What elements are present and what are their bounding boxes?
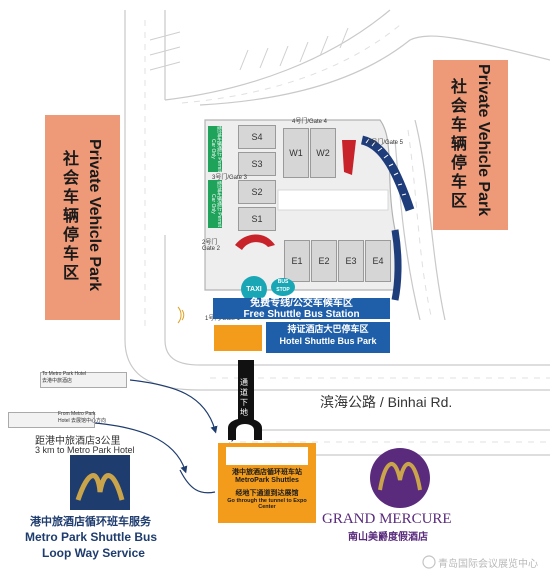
bus-to-hotel: To Metro Park Hotel 去港中旅酒店 <box>40 371 127 393</box>
private-park-left-zh: 社会车辆停车区 <box>62 151 79 282</box>
metropark-zh1: 港中旅酒店循环班车站 <box>232 469 302 476</box>
metropark-service-zh: 港中旅酒店循环班车服务 <box>30 516 151 528</box>
free-shuttle-zh: 免费专线/公交车候车区 <box>250 298 353 309</box>
metropark-en1: MetroPark Shuttles <box>235 477 299 484</box>
hall-e1: E1 <box>284 240 310 282</box>
hall-s2: S2 <box>238 180 276 204</box>
private-park-left <box>45 115 120 320</box>
hall-w1: W1 <box>283 128 309 178</box>
watermark-text: 青岛国际会议展览中心 <box>438 559 538 570</box>
hall-w2: W2 <box>310 128 336 178</box>
gate-1-label: 1号门/Gate 1 <box>205 316 241 322</box>
distance-en: 3 km to Metro Park Hotel <box>35 445 135 455</box>
metropark-zh2: 经地下通道到达展馆 <box>235 490 299 497</box>
bus-stop-sign: BUS STOP <box>271 278 295 296</box>
binhai-road-label: 滨海公路 / Binhai Rd. <box>320 394 453 410</box>
gate-2-label: 2号门 Gate 2 <box>202 240 221 252</box>
gate-5-label: 5号门/Gate 5 <box>368 140 404 146</box>
gate-3-label: 3号门/Gate 3 <box>212 175 248 181</box>
grand-mercure-en: GRAND MERCURE <box>322 511 452 527</box>
distance-zh: 距港中旅酒店3公里 <box>35 436 121 447</box>
private-park-left-en: Private Vehicle Park <box>86 139 103 292</box>
hotel-shuttle-en: Hotel Shuttle Bus Park <box>279 336 377 347</box>
shuttle-info-card <box>214 325 262 351</box>
private-park-right-en: Private Vehicle Park <box>475 64 492 217</box>
metropark-service-en1: Metro Park Shuttle Bus <box>25 530 158 544</box>
free-shuttle-banner: 免费专线/公交车候车区 Free Shuttle Bus Station <box>213 298 390 319</box>
hotel-shuttle-banner: 持证酒店大巴停车区 Hotel Shuttle Bus Park <box>266 322 390 353</box>
bus-from-hotel: From Metro Park Hotel 去展馆中心方向 <box>8 411 106 433</box>
hall-e4: E4 <box>365 240 391 282</box>
hall-s4: S4 <box>238 125 276 149</box>
metropark-shuttle-box: 港中旅酒店循环班车站 MetroPark Shuttles 经地下通道到达展馆 … <box>218 443 316 523</box>
hall-e2: E2 <box>311 240 337 282</box>
hotel-shuttle-zh: 持证酒店大巴停车区 <box>287 324 369 334</box>
hall-e3: E3 <box>338 240 364 282</box>
grand-mercure-zh: 南山美爵度假酒店 <box>348 532 428 543</box>
hall-s3: S3 <box>238 152 276 176</box>
permit-car-bar-bottom: 持证车辆通行 Permit Car Only <box>208 180 222 228</box>
gate-4-label: 4号门/Gate 4 <box>292 119 328 125</box>
private-park-right <box>433 60 508 230</box>
metropark-service-en2: Loop Way Service <box>42 546 145 560</box>
free-shuttle-en: Free Shuttle Bus Station <box>243 308 360 320</box>
hall-s1: S1 <box>238 207 276 231</box>
permit-car-bar-top: 持证车辆通行 Permit Car Only <box>208 126 222 172</box>
taxi-sign: TAXI <box>241 276 267 302</box>
private-park-right-zh: 社会车辆停车区 <box>450 79 467 210</box>
tunnel-label: 通道下地 <box>240 378 248 417</box>
metropark-en2: Go through the tunnel to Expo Center <box>227 498 307 510</box>
